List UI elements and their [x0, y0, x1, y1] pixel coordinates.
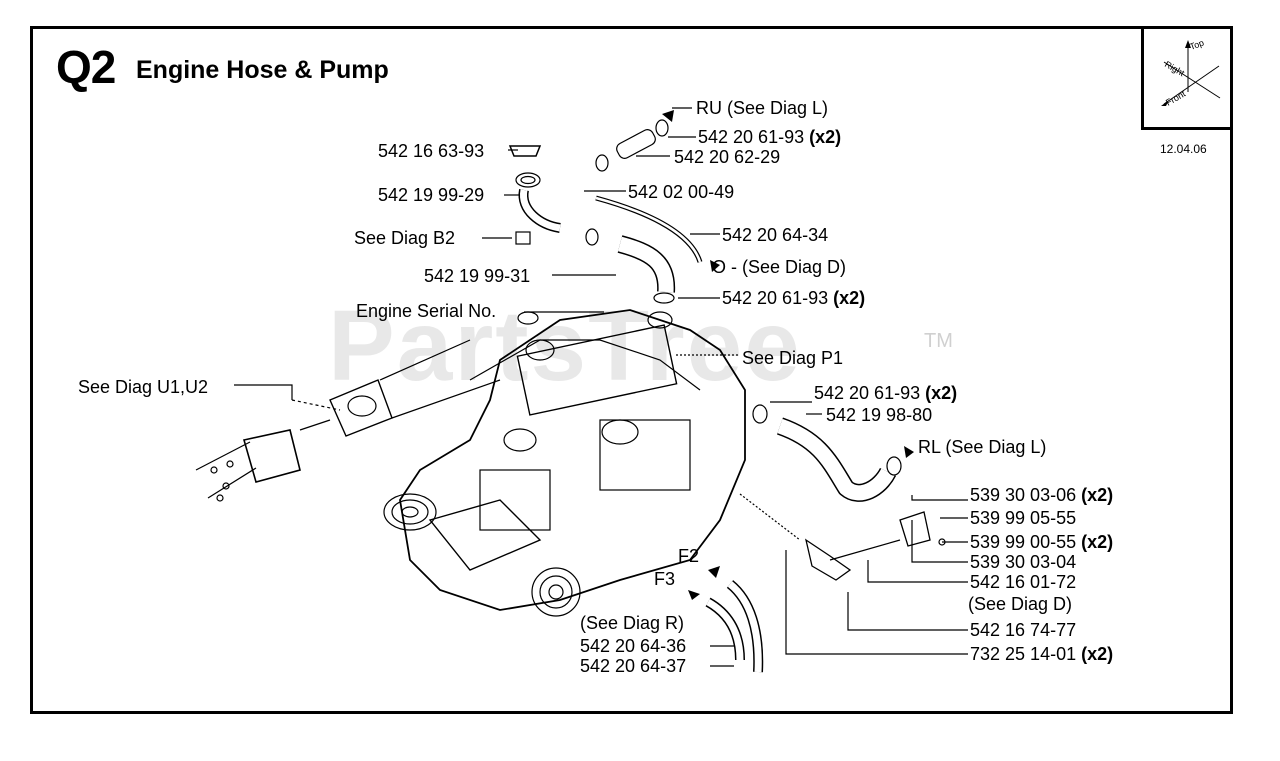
callout-part: 542 20 62-29: [674, 147, 781, 167]
callout-part: 542 16 74-77: [970, 620, 1077, 640]
callout-part: 542 19 98-80: [826, 405, 933, 425]
orient-top-label: Top: [1188, 38, 1205, 52]
callout-part: 539 30 03-06 (x2): [970, 486, 1113, 504]
watermark-tm: TM: [924, 330, 953, 352]
part-number: 542 20 61-93: [698, 127, 805, 147]
callout-ref: (See Diag D): [968, 594, 1073, 614]
callout-part: 542 20 64-34: [722, 225, 829, 245]
callout-ref: (See Diag R): [580, 613, 685, 633]
part-number: 539 30 03-06: [970, 485, 1077, 505]
part-number: 542 20 61-93: [814, 383, 921, 403]
callout-serial: Engine Serial No.: [356, 301, 497, 321]
callout-part: 542 20 61-93 (x2): [698, 128, 841, 146]
section-code: Q2: [56, 41, 116, 93]
quantity-badge: (x2): [925, 383, 958, 403]
orientation-axes-icon: Top Right Front: [1161, 38, 1221, 108]
revision-date: 12.04.06: [1160, 142, 1207, 156]
callout-ref: RL (See Diag L): [918, 437, 1047, 457]
callout-part: 542 20 64-37: [580, 656, 687, 676]
callout-ref: See Diag B2: [354, 228, 456, 248]
callout-part: 542 20 64-36: [580, 636, 687, 656]
quantity-badge: (x2): [1081, 644, 1114, 664]
callout-part: 539 99 05-55: [970, 508, 1077, 528]
callout-fitting: F2: [678, 546, 700, 566]
callout-part: 542 20 61-93 (x2): [722, 289, 865, 307]
callout-part: 542 20 61-93 (x2): [814, 384, 957, 402]
callout-part: 542 16 63-93: [378, 141, 485, 161]
callout-part: 539 30 03-04: [970, 552, 1077, 572]
part-number: 539 99 00-55: [970, 532, 1077, 552]
callout-ru: RU (See Diag L): [696, 98, 829, 118]
callout-part: 542 19 99-31: [424, 266, 531, 286]
quantity-badge: (x2): [1081, 532, 1114, 552]
callout-part: 542 16 01-72: [970, 572, 1077, 592]
page-title: Engine Hose & Pump: [136, 56, 389, 84]
callout-ref: See Diag P1: [742, 348, 844, 368]
orientation-box: Top Right Front: [1141, 26, 1233, 130]
part-number: 542 20 61-93: [722, 288, 829, 308]
part-number: 732 25 14-01: [970, 644, 1077, 664]
quantity-badge: (x2): [809, 127, 842, 147]
quantity-badge: (x2): [833, 288, 866, 308]
quantity-badge: (x2): [1081, 485, 1114, 505]
callout-ref: See Diag U1,U2: [78, 377, 209, 397]
callout-fitting: F3: [654, 569, 676, 589]
callout-part: 539 99 00-55 (x2): [970, 533, 1113, 551]
callout-part: 542 19 99-29: [378, 185, 485, 205]
callout-part: 542 02 00-49: [628, 182, 735, 202]
diagram-frame: [30, 26, 1233, 714]
callout-ref: O - (See Diag D): [712, 257, 847, 277]
callout-part: 732 25 14-01 (x2): [970, 645, 1113, 663]
